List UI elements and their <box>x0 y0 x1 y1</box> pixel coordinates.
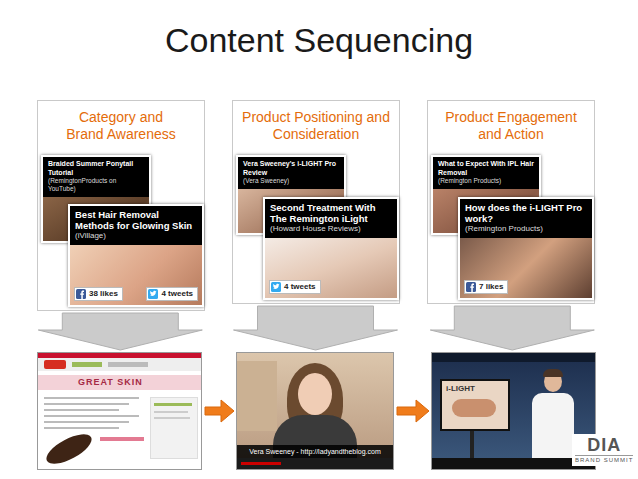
screen-stand <box>470 431 474 459</box>
text-line <box>44 415 139 417</box>
share-count: 4 tweets <box>161 289 193 299</box>
logo-word: DIA <box>575 436 633 455</box>
share-count: 4 tweets <box>284 282 316 292</box>
text-holder: GREAT SKIN <box>78 376 143 389</box>
stage-arrow <box>430 306 594 350</box>
facebook-icon <box>76 289 86 299</box>
content-card: Second Treatment With The Remington iLig… <box>263 197 399 300</box>
title-bar: How does the i-LIGHT Pro work?(Remington… <box>460 199 592 238</box>
card-title: Vera Sweeney's i-LIGHT Pro Review <box>243 160 339 177</box>
brush <box>42 428 96 469</box>
share-badge: 4 tweets <box>269 280 321 294</box>
title-bar: Vera Sweeney's i-LIGHT Pro Review(Vera S… <box>238 157 344 189</box>
progress <box>241 462 281 465</box>
content-card: Best Hair Removal Methods for Glowing Sk… <box>68 204 204 307</box>
screen-arm <box>452 399 496 417</box>
column-heading: Category and Brand Awareness <box>61 109 181 143</box>
text-holder: i-LIGHT <box>446 384 475 394</box>
logo-subtitle: BRAND SUMMIT <box>575 455 633 464</box>
text-line <box>44 397 139 399</box>
stage-panel: Product Positioning and ConsiderationVer… <box>232 100 400 304</box>
title-bar: What to Expect With IPL Hair Removal(Rem… <box>433 157 539 189</box>
twitter-icon <box>148 289 158 299</box>
pink-link <box>100 437 144 441</box>
nav-item <box>108 362 148 367</box>
twitter-icon <box>271 282 281 292</box>
card-title: How does the i-LIGHT Pro work? <box>465 202 587 224</box>
screen-logo: i-LIGHT <box>446 384 475 394</box>
text-line <box>44 427 119 429</box>
video-caption: Vera Sweeney - http://ladyandtheblog.com <box>241 447 389 456</box>
text-holder: Vera Sweeney - http://ladyandtheblog.com <box>237 445 393 458</box>
video-screenshot: GREAT SKIN <box>37 352 202 470</box>
content-card: How does the i-LIGHT Pro work?(Remington… <box>458 197 594 300</box>
stage-arrow <box>38 313 202 350</box>
photo: 38 likes 4 tweets <box>70 245 202 305</box>
face <box>298 373 332 415</box>
text-line <box>44 421 129 423</box>
sequence-arrow <box>205 400 234 422</box>
share-badges: 7 likes <box>464 280 588 294</box>
card-source: (Remington Products) <box>438 177 534 185</box>
doctor-coat <box>532 393 574 459</box>
card-title: Best Hair Removal Methods for Glowing Sk… <box>75 209 197 231</box>
card-source: (RemingtonProducts on YouTube) <box>48 177 144 193</box>
stage-arrow <box>234 306 398 350</box>
share-badge: 7 likes <box>464 280 508 294</box>
text-line <box>44 409 119 411</box>
stage-panel: Product Engagement and ActionWhat to Exp… <box>427 100 595 304</box>
share-badge: 38 likes <box>74 287 123 301</box>
title-bar: Second Treatment With The Remington iLig… <box>265 199 397 238</box>
share-badges: 38 likes 4 tweets <box>74 287 198 301</box>
text-line <box>44 403 129 405</box>
brand-logo: DIABRAND SUMMIT <box>572 434 636 466</box>
sidebar-line <box>154 403 192 406</box>
facebook-icon <box>466 282 476 292</box>
video-screenshot: Vera Sweeney - http://ladyandtheblog.com <box>236 352 394 470</box>
doctor-hair <box>543 369 563 377</box>
share-badges: 4 tweets <box>269 280 393 294</box>
title-bar: Braided Summer Ponytail Tutorial(Remingt… <box>43 157 149 197</box>
title-bar: Best Hair Removal Methods for Glowing Sk… <box>70 206 202 245</box>
column-heading: Product Positioning and Consideration <box>241 109 391 143</box>
sequence-arrow <box>397 400 429 422</box>
site-logo <box>44 360 66 369</box>
photo: 7 likes <box>460 238 592 298</box>
slide-title: Content Sequencing <box>0 20 638 60</box>
share-badge: 4 tweets <box>146 287 198 301</box>
sidebar <box>150 397 198 459</box>
sidebar-line <box>154 417 190 419</box>
card-source: (iVillage) <box>75 231 197 241</box>
share-count: 7 likes <box>479 282 503 292</box>
card-title: Braided Summer Ponytail Tutorial <box>48 160 144 177</box>
card-source: (Howard House Reviews) <box>270 224 392 234</box>
column-heading: Product Engagement and Action <box>436 109 586 143</box>
shelf <box>237 361 277 431</box>
card-source: (Vera Sweeney) <box>243 177 339 185</box>
banner-text: GREAT SKIN <box>78 376 143 389</box>
card-title: What to Expect With IPL Hair Removal <box>438 160 534 177</box>
photo: 4 tweets <box>265 238 397 298</box>
share-count: 38 likes <box>89 289 118 299</box>
sidebar-line <box>154 411 188 413</box>
card-source: (Remington Products) <box>465 224 587 234</box>
control-bar <box>432 458 595 469</box>
card-title: Second Treatment With The Remington iLig… <box>270 202 392 224</box>
title-strip <box>432 353 595 362</box>
stage-panel: Category and Brand AwarenessBraided Summ… <box>37 100 205 311</box>
nav-item <box>72 362 102 367</box>
